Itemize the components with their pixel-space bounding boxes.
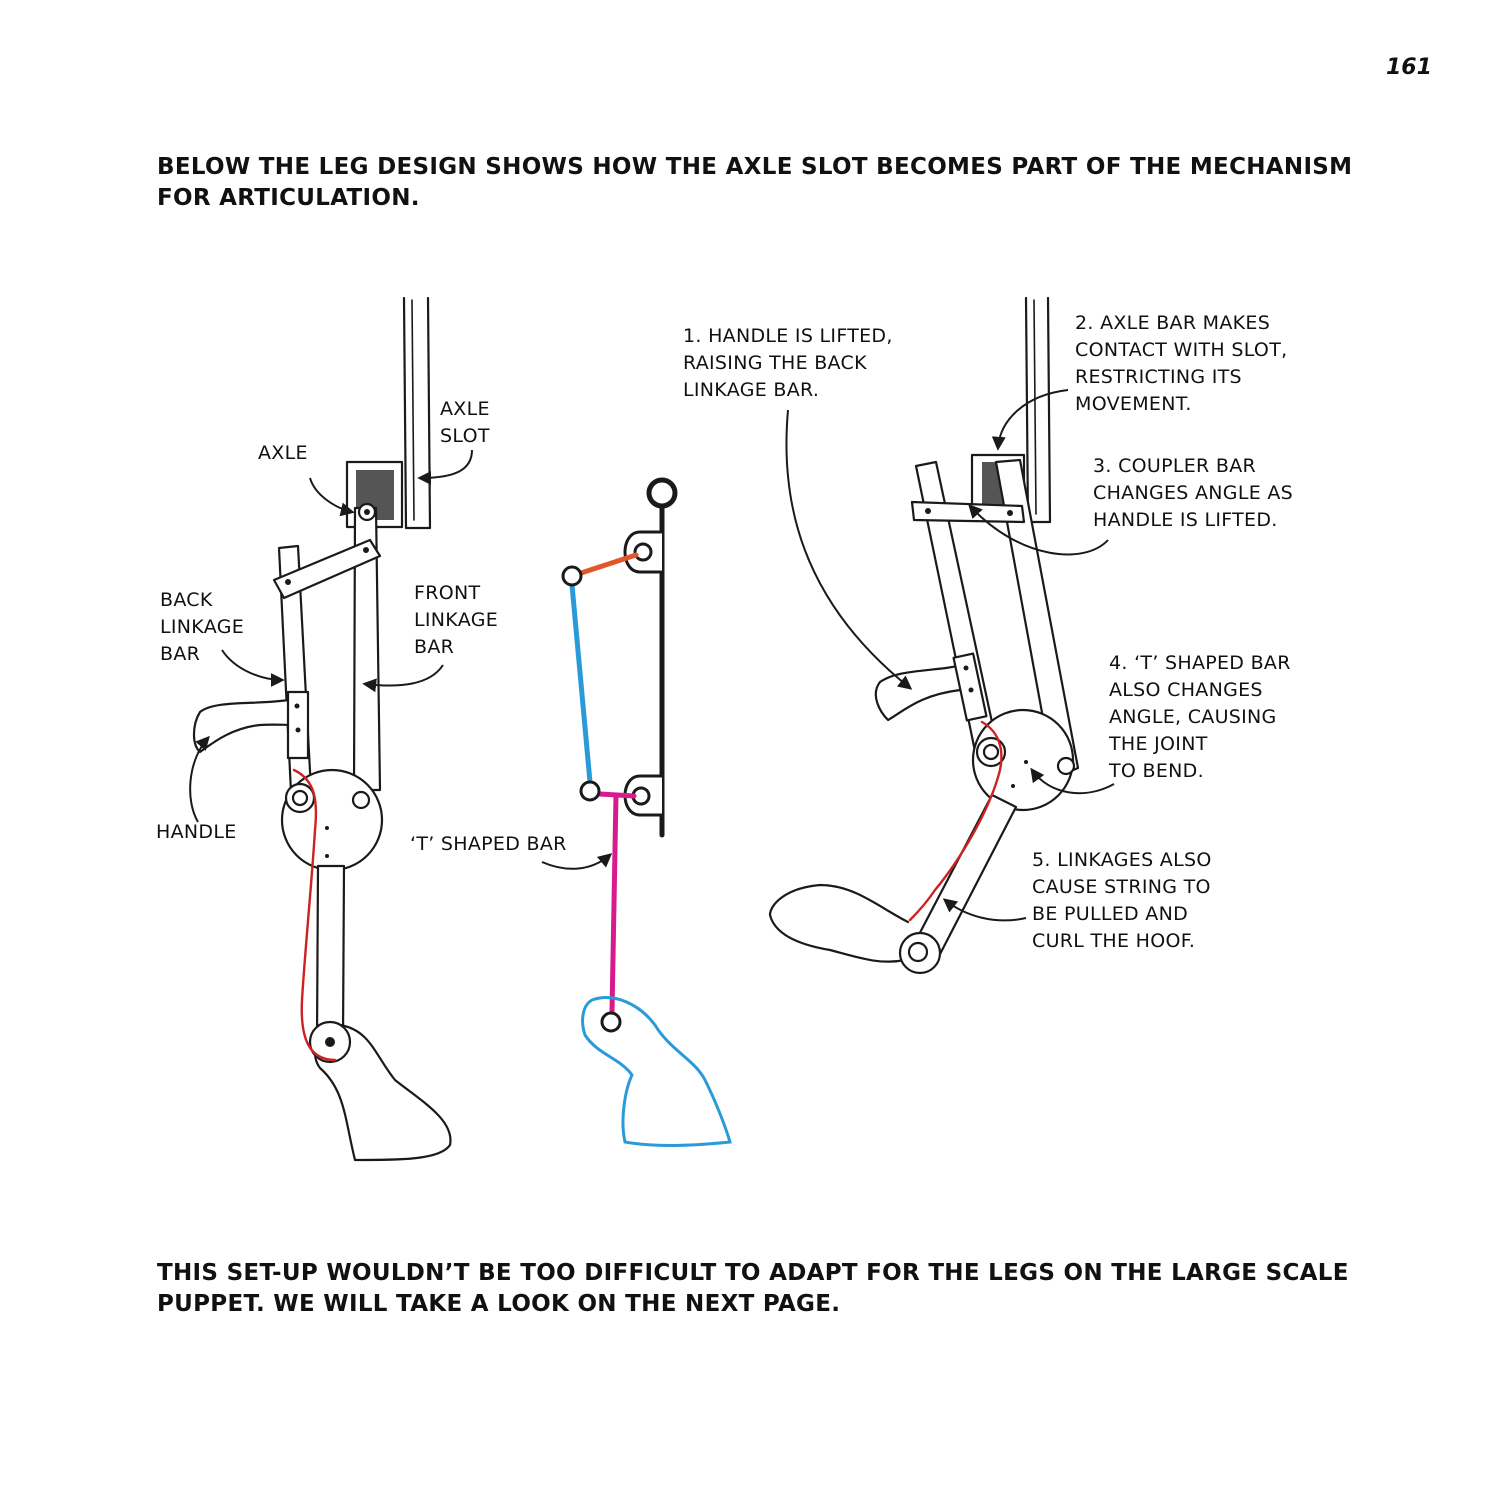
label-back-linkage-bar: BACK LINKAGE BAR xyxy=(160,589,245,665)
page-number: 161 xyxy=(1386,55,1432,80)
left-leg-drawing xyxy=(192,296,452,1162)
schematic-top-circle xyxy=(646,477,678,509)
left-coupler-bar xyxy=(272,538,382,600)
right-body-post xyxy=(1024,296,1052,524)
label-axle-slot: AXLE SLOT xyxy=(440,398,490,447)
schematic-hoof xyxy=(581,996,732,1147)
left-hoof xyxy=(314,1023,452,1162)
label-step-2: 2. AXLE BAR MAKES CONTACT WITH SLOT, RES… xyxy=(1075,312,1288,415)
footer-text: THIS SET-UP WOULDN’T BE TOO DIFFICULT TO… xyxy=(157,1260,1349,1317)
middle-schematic xyxy=(561,477,732,1147)
right-hoof xyxy=(768,883,910,963)
schematic-coupler-bar xyxy=(575,552,639,577)
schematic-t-bar xyxy=(609,792,619,1015)
label-step-4: 4. ‘T’ SHAPED BAR ALSO CHANGES ANGLE, CA… xyxy=(1109,652,1291,782)
right-lower-leg xyxy=(911,793,1018,960)
left-handle xyxy=(192,698,294,754)
left-lower-leg xyxy=(315,864,346,1042)
right-string xyxy=(908,720,1003,922)
right-leg-drawing xyxy=(768,296,1080,975)
left-string xyxy=(292,768,337,1062)
right-arrows xyxy=(785,389,1115,922)
right-coupler-bar xyxy=(910,500,1026,524)
t-bar-arrow xyxy=(541,853,613,870)
label-t-shaped-bar: ‘T’ SHAPED BAR xyxy=(410,833,567,855)
label-step-3: 3. COUPLER BAR CHANGES ANGLE AS HANDLE I… xyxy=(1093,455,1294,531)
label-step-5: 5. LINKAGES ALSO CAUSE STRING TO BE PULL… xyxy=(1032,849,1212,952)
right-handle xyxy=(874,662,967,722)
label-handle: HANDLE xyxy=(156,821,237,843)
left-arrows xyxy=(189,449,473,823)
label-front-linkage-bar: FRONT LINKAGE BAR xyxy=(414,582,499,658)
right-front-linkage-bar xyxy=(994,458,1080,780)
label-step-1: 1. HANDLE IS LIFTED, RAISING THE BACK LI… xyxy=(683,325,893,401)
label-axle: AXLE xyxy=(258,442,308,464)
schematic-back-linkage xyxy=(569,582,593,785)
heading: BELOW THE LEG DESIGN SHOWS HOW THE AXLE … xyxy=(157,154,1353,211)
left-body-post xyxy=(402,296,432,530)
